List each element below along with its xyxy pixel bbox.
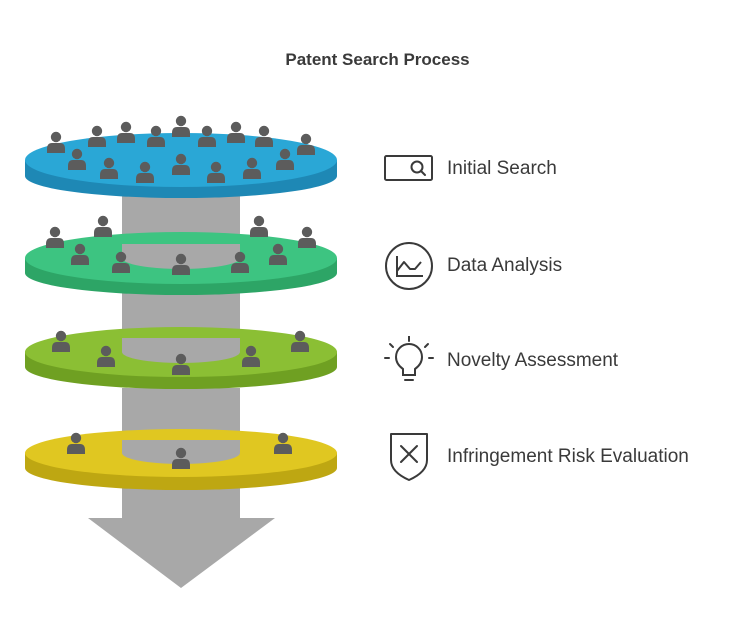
line-chart-icon: [385, 242, 433, 290]
stage-disc-initial-search: [25, 115, 337, 198]
person-icon: [250, 215, 268, 237]
person-icon: [117, 121, 135, 143]
stage-disc-infringement-risk-evaluation: [25, 429, 337, 490]
page-title: Patent Search Process: [285, 50, 470, 69]
down-arrow: [88, 490, 275, 588]
person-icon: [46, 226, 64, 248]
stage-disc-novelty-assessment: [25, 327, 337, 389]
person-icon: [88, 125, 106, 147]
lightbulb-icon: [384, 336, 434, 381]
person-icon: [172, 115, 190, 137]
person-icon: [255, 125, 273, 147]
person-icon: [94, 215, 112, 237]
person-icon: [227, 121, 245, 143]
stage-label-infringement-risk-evaluation: Infringement Risk Evaluation: [447, 446, 689, 467]
search-box-icon: [384, 155, 433, 181]
stage-label-data-analysis: Data Analysis: [447, 255, 563, 276]
stage-disc-data-analysis: [25, 215, 337, 295]
person-icon: [298, 226, 316, 248]
shield-x-icon: [390, 433, 428, 481]
person-icon: [47, 131, 65, 153]
stage-label-initial-search: Initial Search: [447, 158, 557, 179]
stage-label-novelty-assessment: Novelty Assessment: [447, 350, 619, 371]
